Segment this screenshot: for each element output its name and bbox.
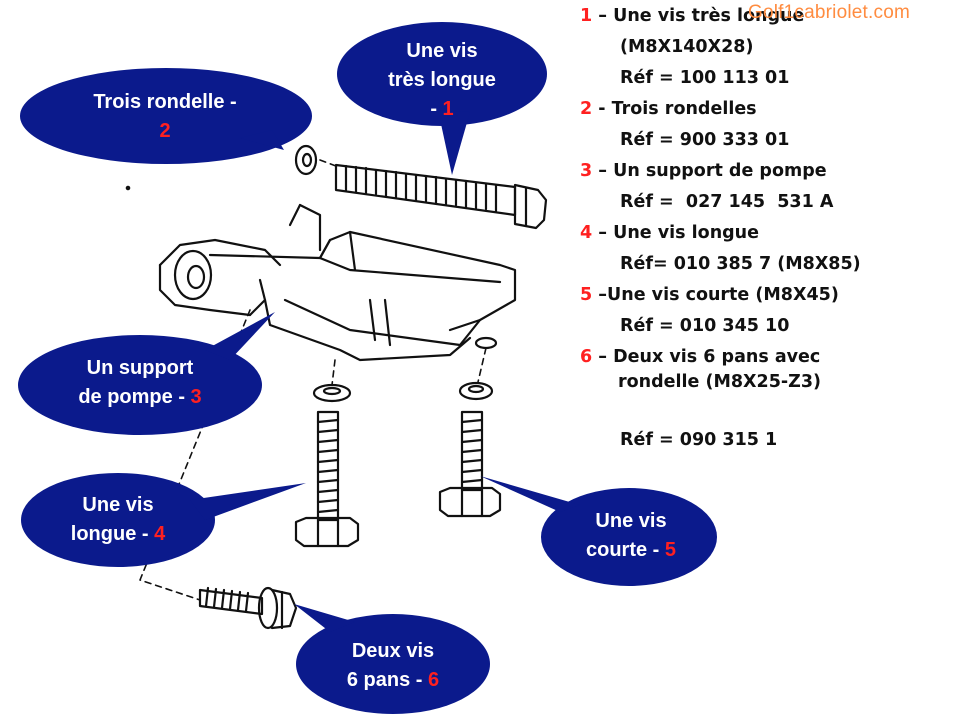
parts-line-3: 3 – Un support de pompe [580,161,827,181]
callout-4-text: Une vis longue - 4 [70,494,166,545]
callout-3-bubble [18,312,275,435]
callout-3-text: Un support de pompe - 3 [78,357,202,408]
hex-bolt-6 [198,586,298,630]
callout-6-bubble [294,604,490,714]
parts-line-1-ref: Réf = 100 113 01 [620,68,790,88]
long-bolt-1 [334,163,548,230]
parts-line-3-ref: Réf = 027 145 531 A [620,192,834,212]
pump-support-3 [158,203,517,362]
parts-line-1: 1 – Une vis très longue [580,6,805,26]
short-bolt-5 [438,410,502,518]
long-bolt-4 [294,410,360,548]
callout-3-number: 3 [190,386,202,408]
parts-line-4: 4 – Une vis longue [580,223,760,243]
parts-line-2-ref: Réf = 900 333 01 [620,130,790,150]
parts-line-5-ref: Réf = 010 345 10 [620,316,790,336]
callout-4-bubble [21,473,306,567]
callout-1-bubble [337,22,547,175]
parts-line-4-ref: Réf= 010 385 7 (M8X85) [620,254,861,274]
callout-2-bubble [20,68,312,164]
assembly-dashed-lines [139,159,487,601]
parts-line-5: 5 –Une vis courte (M8X45) [580,285,839,305]
parts-line-1-spec: (M8X140X28) [620,37,754,57]
callout-6-number: 6 [428,669,440,691]
callout-2-number: 2 [159,120,171,142]
washer-2 [294,144,318,176]
callout-1-number: 1 [442,98,454,120]
parts-line-2: 2 - Trois rondelles [580,99,757,119]
parts-line-6-spec: rondelle (M8X25-Z3) [618,372,822,392]
callout-4-number: 4 [154,523,166,545]
parts-line-6-ref: Réf = 090 315 1 [620,430,778,450]
callout-5-text: Une vis courte - 5 [585,510,677,561]
callout-1-text: Une vis très longue - 1 [388,40,496,120]
site-watermark: Golf1cabriolet.com [748,2,911,23]
callout-2-text: Trois rondelle - 2 [93,91,237,142]
callout-5-number: 5 [664,539,677,561]
parts-line-6: 6 – Deux vis 6 pans avec [580,347,821,367]
callout-5-bubble [480,476,717,586]
washers-lower [312,381,494,403]
callout-6-text: Deux vis 6 pans - 6 [346,640,440,691]
